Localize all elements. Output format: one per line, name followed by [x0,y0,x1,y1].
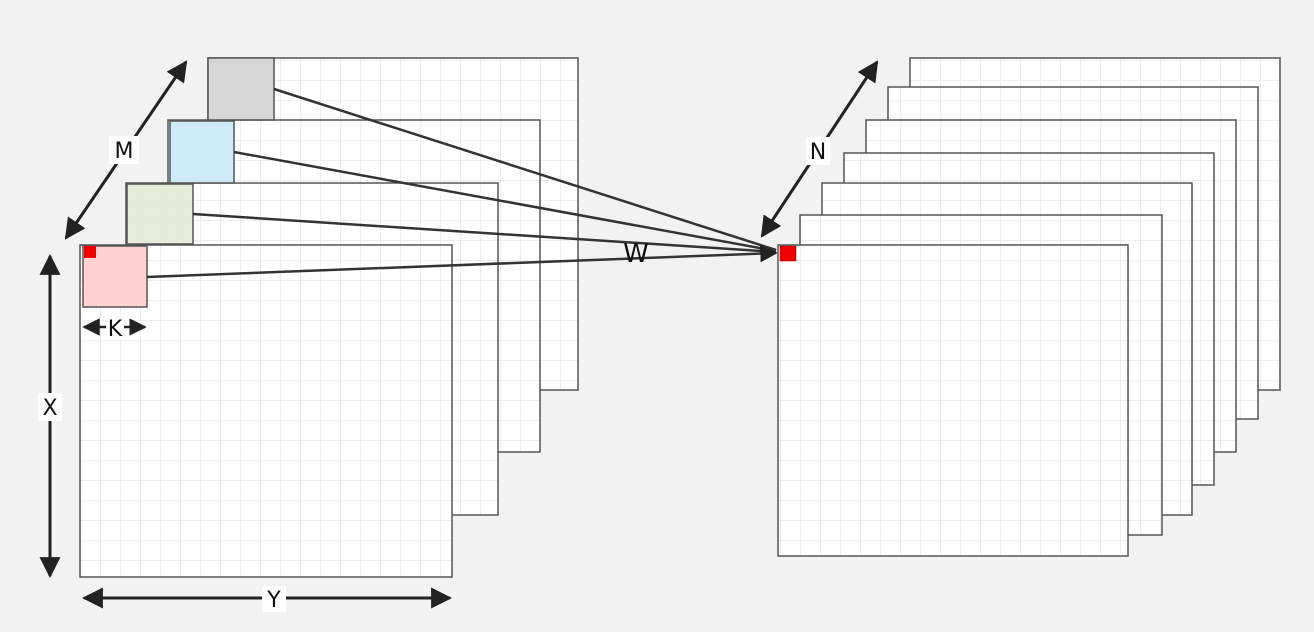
input-pixel-marker [84,246,96,258]
output-feature-map-1 [777,244,1129,557]
n-label-bg [806,137,830,165]
m-label: M [115,139,134,164]
x-label-bg [38,393,62,421]
x-label: X [42,396,57,421]
kernel-window-4 [207,57,275,121]
m-label-bg [109,136,139,164]
k-label-bg [106,316,124,340]
weight-line-3 [233,150,777,253]
kernel-window-3 [169,120,235,184]
weight-line-4 [273,87,777,252]
y-label: Y [266,588,281,613]
label-backgrounds [38,136,830,612]
y-label-bg [262,586,286,612]
w-label: W [623,239,649,269]
weight-line-2 [192,212,777,254]
weight-connections [146,87,778,279]
n-label: N [810,140,826,165]
k-label: K [108,317,123,342]
output-feature-maps [777,57,1281,557]
kernel-window-2 [126,183,194,245]
output-pixel-marker [779,245,797,262]
weight-line-1 [146,244,778,279]
input-feature-maps [79,57,579,578]
